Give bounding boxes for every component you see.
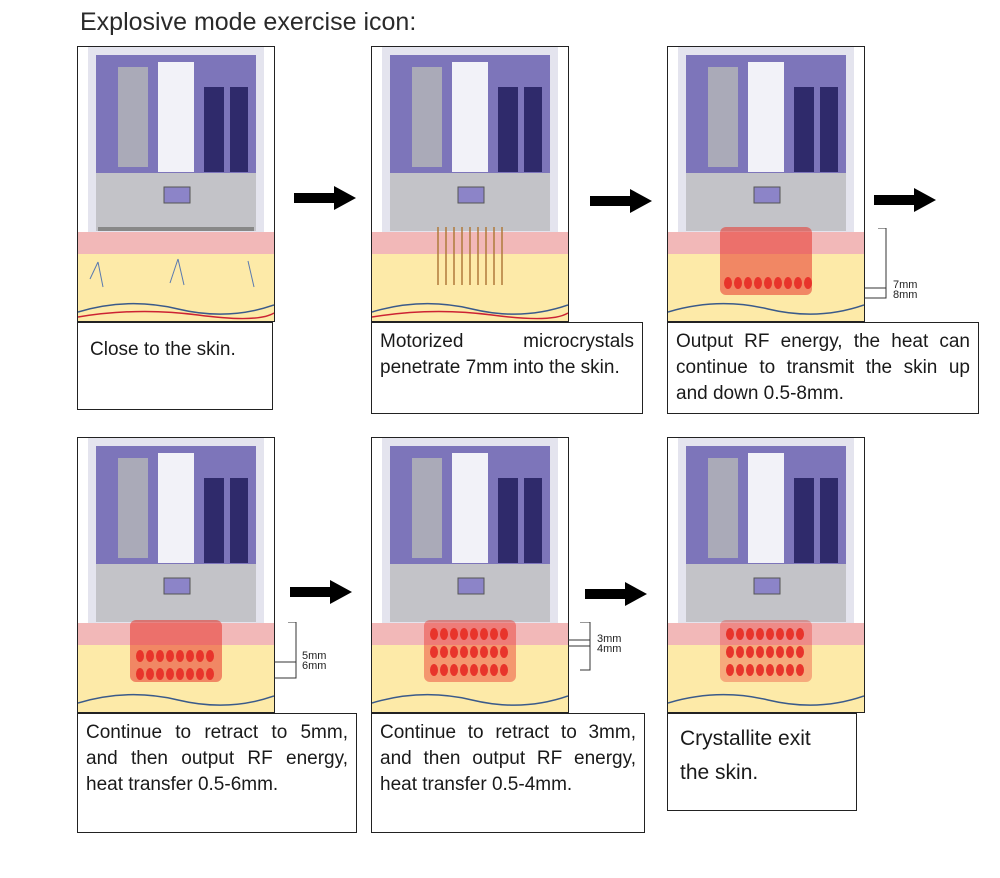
step-5-caption: Continue to retract to 3mm, and then out… (371, 713, 645, 833)
arrow-icon (294, 186, 356, 210)
handpiece-device (678, 47, 854, 232)
step-3-illustration (667, 46, 865, 322)
step-6-illustration (667, 437, 865, 713)
step-2-caption: Motorized microcrystals penetrate 7mm in… (371, 322, 643, 414)
step-2-caption-text: Motorized microcrystals penetrate 7mm in… (380, 331, 634, 378)
skin-layers (372, 232, 568, 321)
rf-heat-zone (424, 620, 516, 682)
handpiece-device (382, 47, 558, 232)
step-4-caption: Continue to retract to 5mm, and then out… (77, 713, 357, 833)
step-3-caption-text: Output RF energy, the heat can continue … (676, 331, 970, 404)
arrow-icon (585, 582, 647, 606)
handpiece-device (382, 438, 558, 623)
arrow-icon (874, 188, 936, 212)
step-5-illustration (371, 437, 569, 713)
depth-label: 4mm (597, 643, 622, 655)
page-title: Explosive mode exercise icon: (80, 8, 417, 36)
step-5-caption-text: Continue to retract to 3mm, and then out… (380, 722, 636, 795)
step-1-caption-text: Close to the skin. (90, 339, 236, 360)
depth-label: 5mm (302, 650, 327, 662)
step-6-caption-text: Crystallite exit the skin. (680, 727, 811, 784)
handpiece-device (88, 438, 264, 623)
arrow-icon (290, 580, 352, 604)
depth-label: 3mm (597, 633, 622, 645)
handpiece-device (88, 47, 264, 232)
rf-heat-zone (130, 620, 222, 682)
skin-layers (78, 232, 274, 321)
step-6-caption: Crystallite exit the skin. (667, 713, 857, 811)
microneedles (437, 227, 503, 285)
depth-bracket (568, 622, 591, 671)
depth-bracket (864, 228, 887, 299)
depth-label: 7mm (893, 279, 918, 291)
depth-label: 6mm (302, 660, 327, 672)
rf-heat-zone (720, 227, 812, 295)
step-1-caption: Close to the skin. (77, 322, 273, 410)
depth-bracket (274, 622, 297, 679)
step-4-caption-text: Continue to retract to 5mm, and then out… (86, 722, 348, 795)
arrow-icon (590, 189, 652, 213)
step-4-illustration (77, 437, 275, 713)
step-1-illustration (77, 46, 275, 322)
handpiece-device (678, 438, 854, 623)
depth-label: 8mm (893, 289, 918, 301)
step-2-illustration (371, 46, 569, 322)
rf-heat-zone (720, 620, 812, 682)
step-3-caption: Output RF energy, the heat can continue … (667, 322, 979, 414)
